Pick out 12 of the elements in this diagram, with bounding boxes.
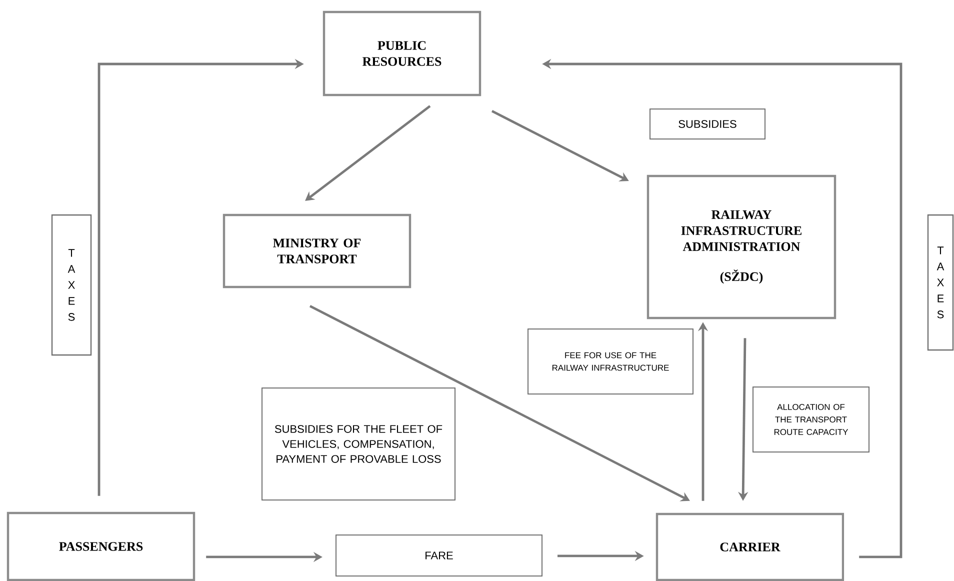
label-box: SUBSIDIES FOR THE FLEET OF VEHICLES, COMPENSATION, PAYMENT OF PROVABLE LOSS — [262, 387, 456, 500]
entity-box: RAILWAY INFRASTRUCTURE ADMINISTRATION (SŽDC) — [646, 174, 836, 320]
label-box: ALLOCATION OF THE TRANSPORT ROUTE CAPACITY — [752, 386, 870, 452]
label-box: T A X E S — [927, 214, 954, 351]
label-box: FEE FOR USE OF THE RAILWAY INFRASTRUCTURE — [528, 328, 694, 394]
label-box: SUBSIDIES — [650, 108, 766, 140]
entity-box: CARRIER — [656, 512, 844, 581]
label-box: T A X E S — [51, 214, 92, 356]
entity-box: MINISTRY OF TRANSPORT — [222, 214, 412, 288]
entity-box: PUBLIC RESOURCES — [322, 10, 482, 96]
entity-box: PASSENGERS — [6, 512, 196, 581]
label-box: FARE — [336, 534, 542, 576]
